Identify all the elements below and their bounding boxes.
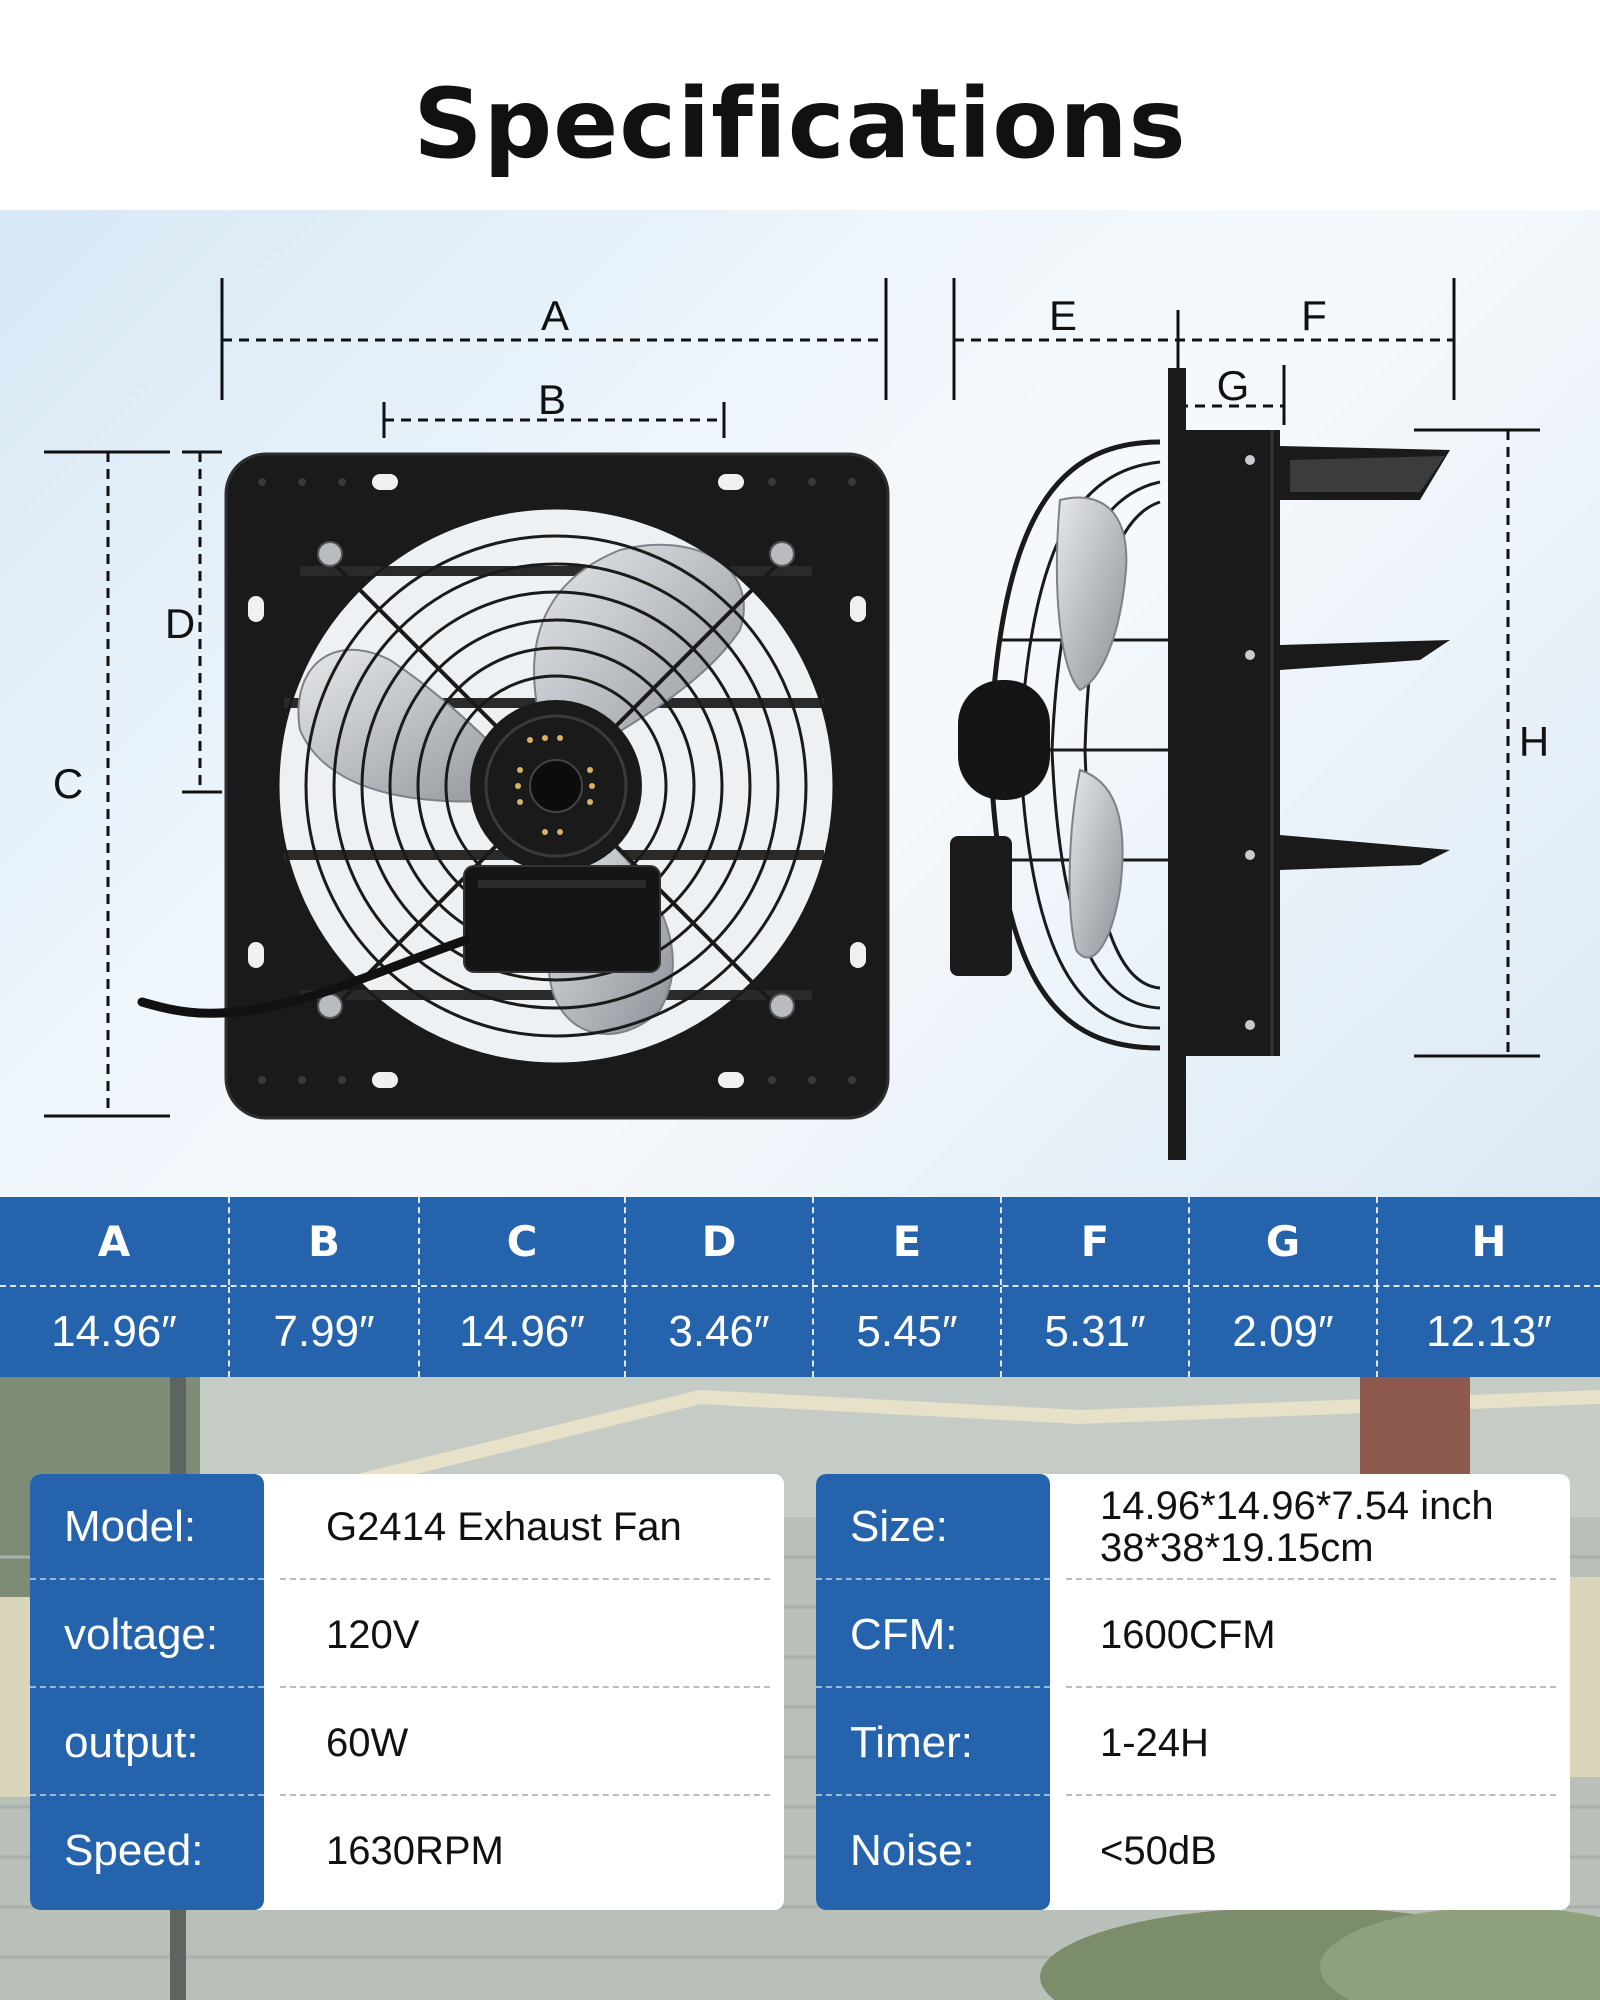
divider xyxy=(280,1794,770,1796)
fan-drawings: A B C D E F G H xyxy=(44,278,1549,1160)
page-title: Specifications xyxy=(413,68,1187,180)
dim-value-b: 7.99″ xyxy=(230,1287,420,1377)
spec-label-timer: Timer: xyxy=(850,1718,974,1767)
spec-label-model: Model: xyxy=(64,1502,197,1551)
spec-card-right-labels-bg xyxy=(816,1474,1050,1910)
label-f: F xyxy=(1301,292,1327,339)
dim-header-d: D xyxy=(626,1197,814,1285)
dimension-diagram: A B C D E F G H xyxy=(0,210,1600,1197)
dim-header-b: B xyxy=(230,1197,420,1285)
divider xyxy=(1066,1794,1556,1796)
spec-label-voltage: voltage: xyxy=(64,1610,219,1659)
divider xyxy=(30,1794,264,1796)
label-e: E xyxy=(1049,292,1077,339)
spec-row-output: output: 60W xyxy=(30,1690,784,1796)
fan-front-view xyxy=(137,452,890,1120)
dim-header-f: F xyxy=(1002,1197,1190,1285)
label-b: B xyxy=(538,376,566,423)
dimension-lines-front xyxy=(44,278,888,1118)
header: Specifications xyxy=(0,0,1600,210)
dim-value-f: 5.31″ xyxy=(1002,1287,1190,1377)
spec-label-noise: Noise: xyxy=(850,1826,975,1875)
label-h: H xyxy=(1519,718,1549,765)
label-c: C xyxy=(53,760,83,807)
dim-value-d: 3.46″ xyxy=(626,1287,814,1377)
spec-card-left-labels-bg xyxy=(30,1474,264,1910)
spec-value-speed: 1630RPM xyxy=(326,1828,504,1873)
dim-value-c: 14.96″ xyxy=(420,1287,626,1377)
divider xyxy=(816,1578,1050,1580)
spec-value-cfm: 1600CFM xyxy=(1100,1612,1276,1657)
spec-label-cfm: CFM: xyxy=(850,1610,958,1659)
spec-value-timer: 1-24H xyxy=(1100,1720,1209,1765)
spec-value-noise: <50dB xyxy=(1100,1828,1217,1873)
spec-value-model: G2414 Exhaust Fan xyxy=(326,1504,682,1549)
divider xyxy=(280,1686,770,1688)
divider xyxy=(1066,1686,1556,1688)
fan-side-view xyxy=(950,368,1450,1160)
spec-value-output: 60W xyxy=(326,1720,409,1765)
label-g: G xyxy=(1217,362,1250,409)
spec-value-size-inch: 14.96*14.96*7.54 inch xyxy=(1100,1484,1494,1528)
divider xyxy=(1066,1578,1556,1580)
dim-value-e: 5.45″ xyxy=(814,1287,1002,1377)
divider xyxy=(30,1686,264,1688)
dim-header-c: C xyxy=(420,1197,626,1285)
spec-row-voltage: voltage: 120V xyxy=(30,1582,784,1688)
spec-value-size-cm: 38*38*19.15cm xyxy=(1100,1526,1374,1570)
dim-header-a: A xyxy=(0,1197,230,1285)
spec-card-left: Model: G2414 Exhaust Fan voltage: 120V o… xyxy=(30,1474,784,1910)
spec-value-size: 14.96*14.96*7.54 inch 38*38*19.15cm xyxy=(1100,1474,1494,1580)
divider xyxy=(816,1686,1050,1688)
divider xyxy=(280,1578,770,1580)
dim-value-g: 2.09″ xyxy=(1190,1287,1378,1377)
spec-row-cfm: CFM: 1600CFM xyxy=(816,1582,1570,1688)
spec-row-noise: Noise: <50dB xyxy=(816,1798,1570,1904)
label-a: A xyxy=(541,292,569,339)
dimension-table-values: 14.96″ 7.99″ 14.96″ 3.46″ 5.45″ 5.31″ 2.… xyxy=(0,1285,1600,1377)
divider xyxy=(30,1578,264,1580)
dim-header-g: G xyxy=(1190,1197,1378,1285)
divider xyxy=(816,1794,1050,1796)
spec-value-voltage: 120V xyxy=(326,1612,420,1657)
spec-row-model: Model: G2414 Exhaust Fan xyxy=(30,1474,784,1580)
spec-card-right: Size: 14.96*14.96*7.54 inch 38*38*19.15c… xyxy=(816,1474,1570,1910)
spec-row-speed: Speed: 1630RPM xyxy=(30,1798,784,1904)
label-d: D xyxy=(165,600,195,647)
dim-value-a: 14.96″ xyxy=(0,1287,230,1377)
spec-label-size: Size: xyxy=(850,1502,948,1551)
spec-label-speed: Speed: xyxy=(64,1826,204,1875)
dimension-table: A B C D E F G H 14.96″ 7.99″ 14.96″ 3.46… xyxy=(0,1197,1600,1377)
dim-value-h: 12.13″ xyxy=(1426,1307,1552,1356)
dim-header-h: H xyxy=(1471,1216,1507,1266)
spec-label-output: output: xyxy=(64,1718,199,1767)
spec-row-size: Size: 14.96*14.96*7.54 inch 38*38*19.15c… xyxy=(816,1474,1570,1580)
dimension-table-header: A B C D E F G H xyxy=(0,1197,1600,1285)
spec-row-timer: Timer: 1-24H xyxy=(816,1690,1570,1796)
dim-header-e: E xyxy=(814,1197,1002,1285)
